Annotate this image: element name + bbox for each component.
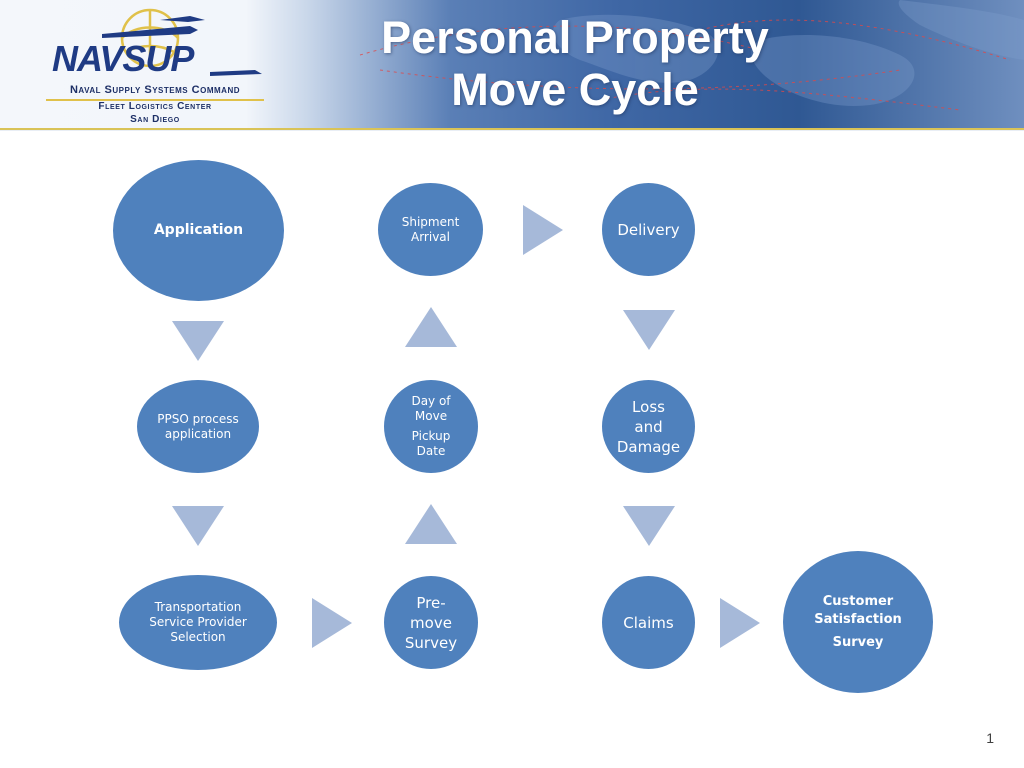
page-number: 1 bbox=[986, 730, 994, 746]
node-daymove-line-3: Pickup bbox=[411, 429, 451, 443]
node-customer-satisfaction-survey: Customer Satisfaction Survey bbox=[783, 551, 933, 693]
node-tsp-line-2: Service Provider bbox=[149, 615, 247, 629]
node-application: Application bbox=[113, 160, 284, 301]
title-line-2: Move Cycle bbox=[451, 64, 699, 115]
node-premove-line-2: move bbox=[410, 613, 452, 632]
node-shipment-line-2: Arrival bbox=[411, 229, 450, 244]
node-ppso-process: PPSO process application bbox=[137, 380, 259, 473]
node-survey-line-2: Satisfaction bbox=[814, 611, 902, 627]
node-premove-line-3: Survey bbox=[404, 633, 458, 652]
node-ppso-line-1: PPSO process bbox=[157, 411, 239, 426]
node-loss-and-damage: Loss and Damage bbox=[602, 380, 695, 473]
logo-wordmark: NAVSUP bbox=[52, 38, 194, 79]
node-daymove-line-2: Move bbox=[414, 409, 448, 423]
arrow-right-1 bbox=[312, 598, 352, 648]
node-claims-label: Claims bbox=[623, 613, 674, 632]
arrow-right-2 bbox=[523, 205, 563, 255]
node-loss-line-1: Loss bbox=[632, 397, 665, 416]
node-shipment-arrival: Shipment Arrival bbox=[378, 183, 483, 276]
logo-globe-emblem bbox=[102, 8, 262, 76]
node-daymove-line-4: Date bbox=[416, 444, 446, 458]
node-premove-line-1: Pre- bbox=[416, 593, 446, 612]
page-title: Personal Property Move Cycle bbox=[320, 12, 830, 116]
node-loss-line-2: and bbox=[634, 417, 663, 436]
header-light-rule bbox=[0, 130, 1024, 131]
logo-location: San Diego bbox=[130, 114, 180, 125]
node-premove-survey: Pre- move Survey bbox=[384, 576, 478, 669]
logo-divider bbox=[46, 99, 264, 101]
node-tsp-line-3: Selection bbox=[170, 630, 226, 644]
node-loss-line-3: Damage bbox=[616, 437, 681, 456]
title-line-1: Personal Property bbox=[381, 12, 769, 63]
arrow-right-3 bbox=[720, 598, 760, 648]
navsup-logo: NAVSUP Naval Supply Systems Command Flee… bbox=[40, 4, 270, 128]
header-gold-rule bbox=[0, 128, 1024, 130]
node-delivery-label: Delivery bbox=[617, 220, 680, 239]
node-ppso-line-2: application bbox=[164, 426, 232, 441]
node-claims: Claims bbox=[602, 576, 695, 669]
header-banner: Personal Property Move Cycle NAVSUP Nava… bbox=[0, 0, 1024, 128]
arrow-down-1 bbox=[172, 321, 224, 361]
arrow-up-2 bbox=[405, 307, 457, 347]
node-tsp-line-1: Transportation bbox=[154, 600, 242, 614]
logo-center-name: Fleet Logistics Center bbox=[98, 101, 212, 112]
node-tsp-selection: Transportation Service Provider Selectio… bbox=[119, 575, 277, 670]
arrow-down-2 bbox=[172, 506, 224, 546]
node-survey-line-3: Survey bbox=[832, 634, 884, 650]
world-map-background bbox=[359, 0, 1024, 111]
node-delivery: Delivery bbox=[602, 183, 695, 276]
node-survey-line-1: Customer bbox=[822, 593, 894, 609]
arrow-down-4 bbox=[623, 506, 675, 546]
arrow-down-3 bbox=[623, 310, 675, 350]
node-shipment-line-1: Shipment bbox=[401, 214, 460, 229]
logo-command-name: Naval Supply Systems Command bbox=[69, 84, 241, 96]
arrow-up-1 bbox=[405, 504, 457, 544]
node-day-of-move: Day of Move Pickup Date bbox=[384, 380, 478, 473]
node-application-label: Application bbox=[153, 222, 244, 238]
node-daymove-line-1: Day of bbox=[411, 394, 451, 408]
